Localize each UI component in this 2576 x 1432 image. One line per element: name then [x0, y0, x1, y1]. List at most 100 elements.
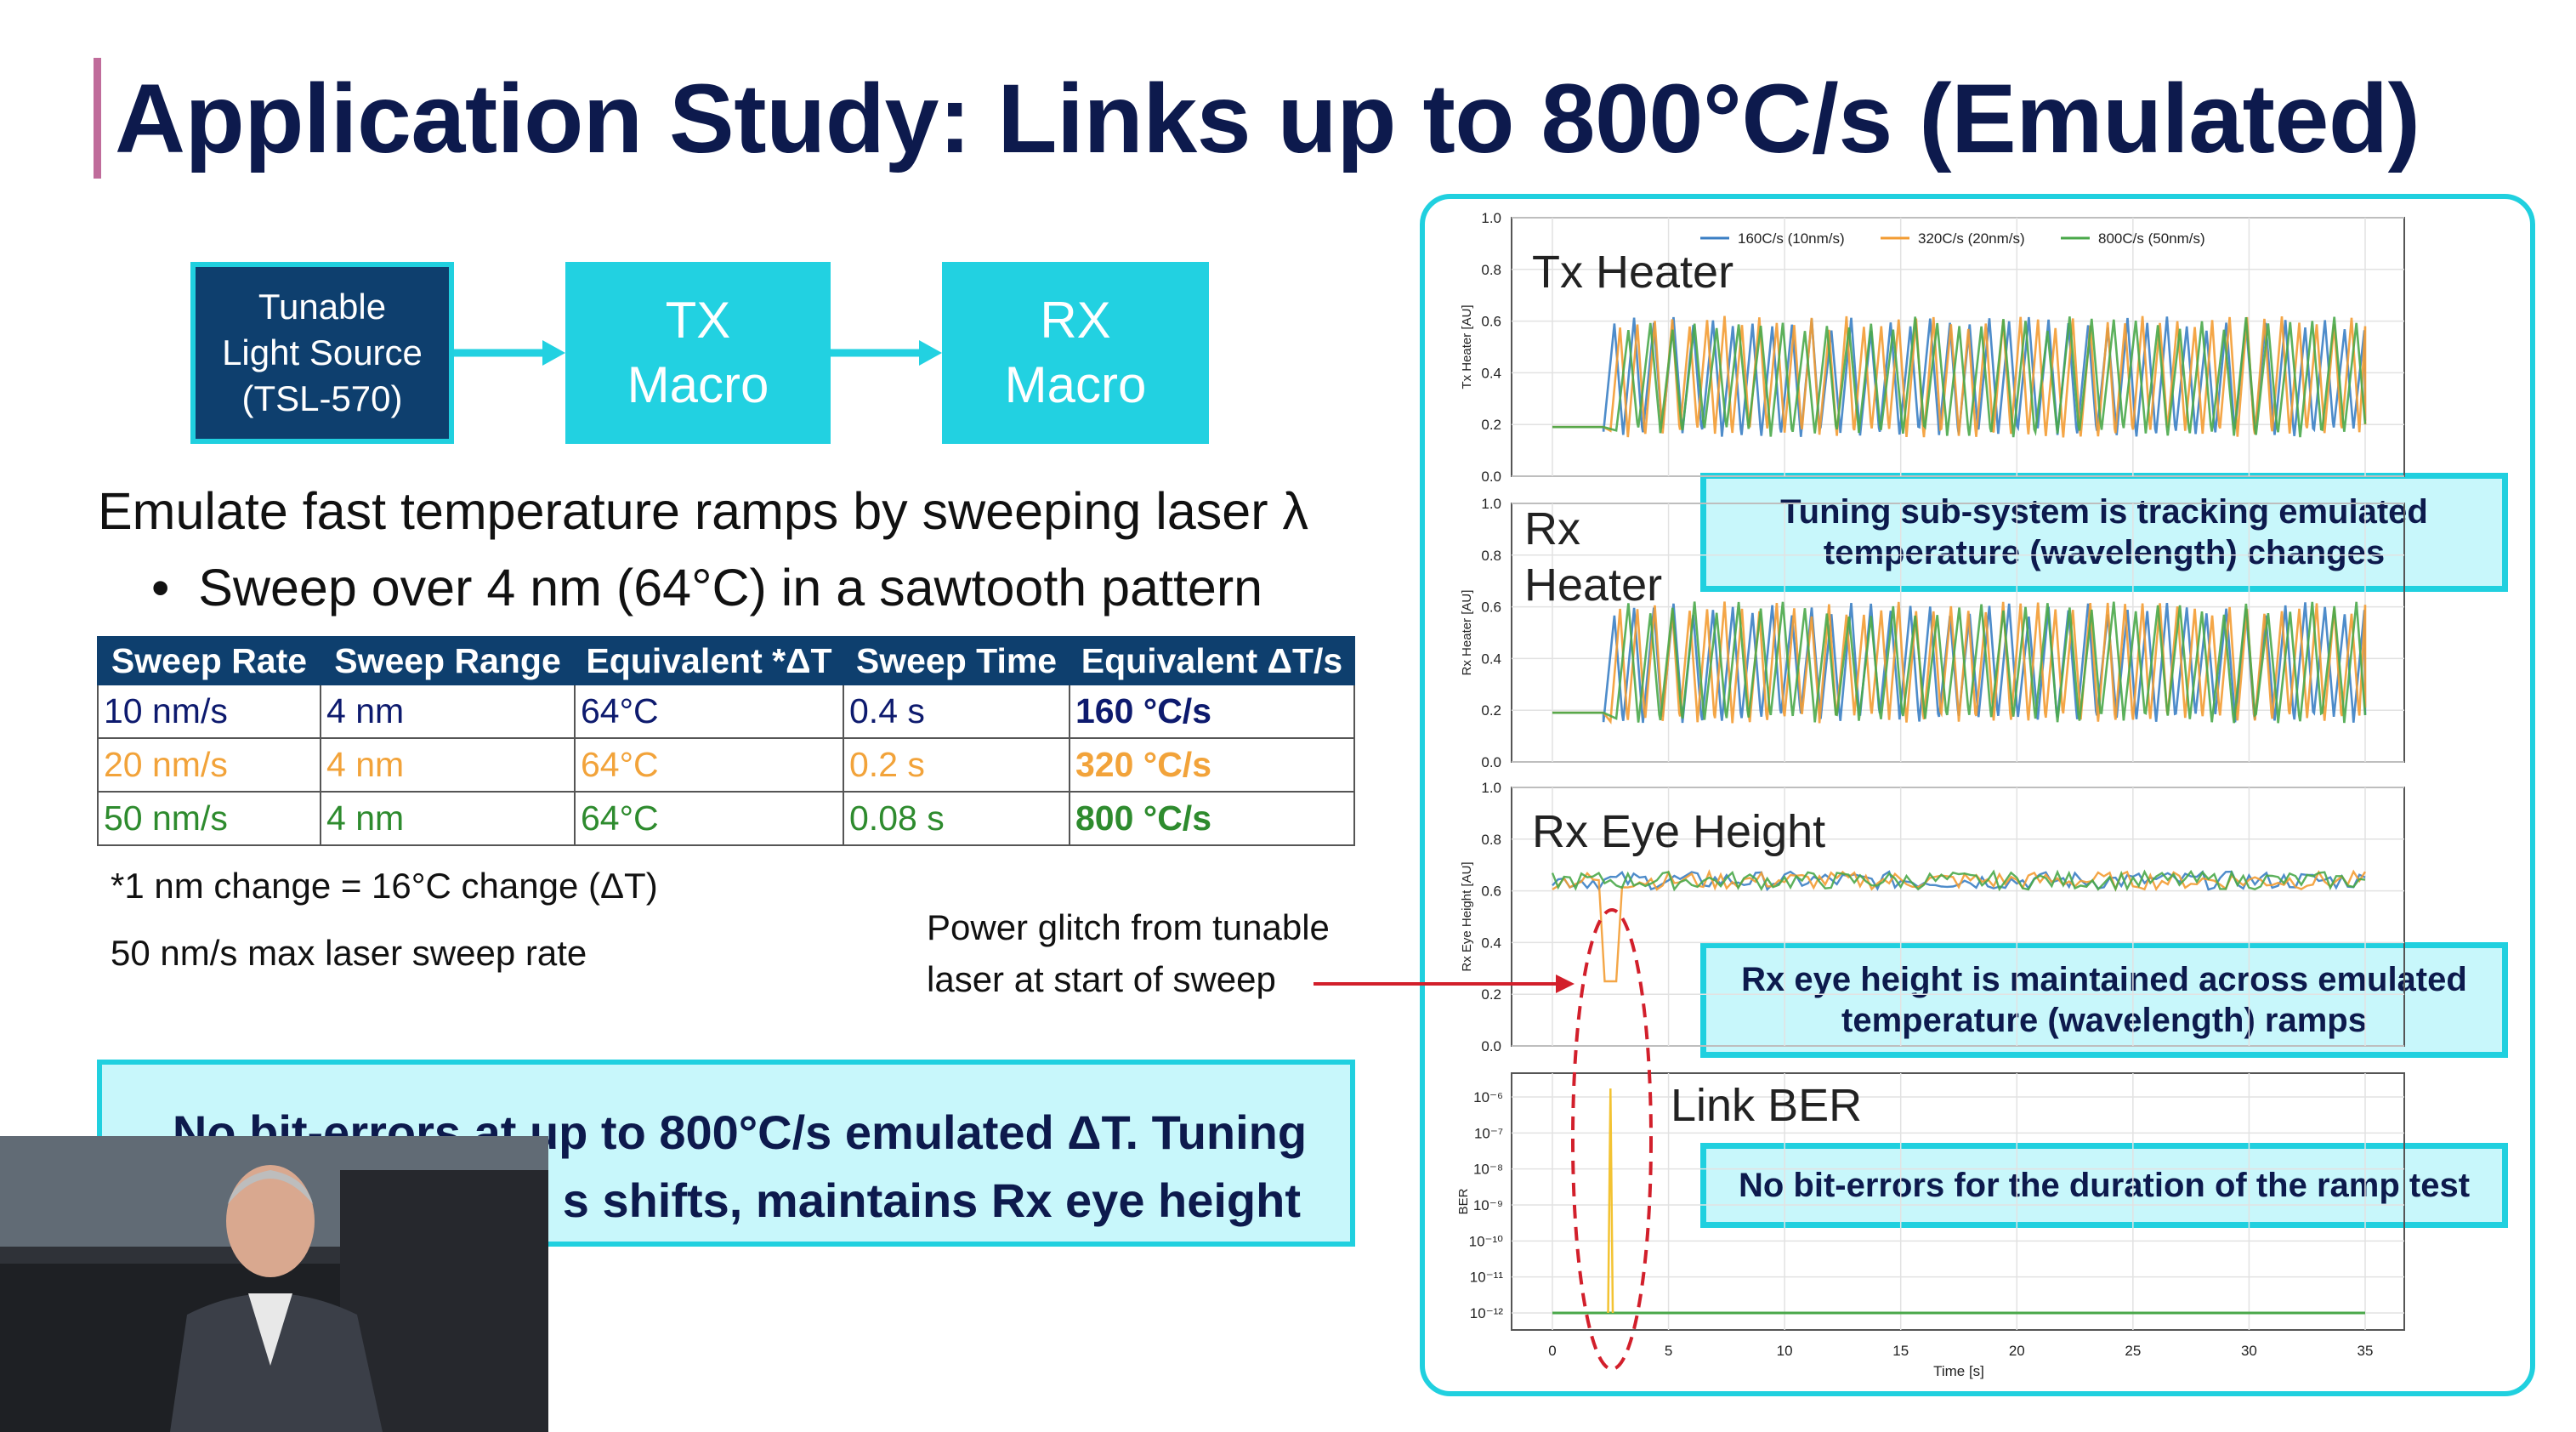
column-header: Sweep Rate: [97, 636, 321, 685]
series-line: [1552, 316, 2367, 438]
table-cell: 4 nm: [320, 737, 576, 793]
callout-line: Rx eye height is maintained across emula…: [1741, 961, 2467, 998]
y-tick-label: 1.0: [1481, 210, 1501, 226]
table-row: 10 nm/s 4 nm 64°C 0.4 s 160 °C/s: [97, 684, 1355, 739]
presenter-video: [0, 1136, 548, 1432]
bullet-label: Sweep over 4 nm (64°C) in a sawtooth pat…: [198, 559, 1263, 617]
box-line: (TSL-570): [241, 378, 403, 418]
table-cell: 50 nm/s: [97, 791, 321, 846]
x-tick-label: 35: [2358, 1343, 2374, 1359]
callout-line: temperature (wavelength) ramps: [1841, 1002, 2367, 1039]
y-tick-label: 10⁻¹¹: [1470, 1270, 1504, 1286]
x-tick-label: 20: [2009, 1343, 2025, 1359]
chart-title: Link BER: [1671, 1080, 1862, 1131]
table-cell: 64°C: [574, 737, 844, 793]
table-row: 50 nm/s 4 nm 64°C 0.08 s 800 °C/s: [97, 791, 1355, 846]
table-cell: 4 nm: [320, 791, 576, 846]
table-cell: 0.2 s: [843, 737, 1070, 793]
y-tick-label: 0.0: [1481, 469, 1501, 485]
x-tick-label: 5: [1665, 1343, 1672, 1359]
x-tick-label: 10: [1777, 1343, 1793, 1359]
y-tick-label: 1.0: [1481, 780, 1501, 796]
chart-title: Rx: [1524, 503, 1580, 554]
table-cell: 64°C: [574, 791, 844, 846]
y-tick-label: 0.6: [1481, 314, 1501, 330]
table-header-row: Sweep Rate Sweep Range Equivalent *ΔT Sw…: [97, 636, 1355, 685]
table-row: 20 nm/s 4 nm 64°C 0.2 s 320 °C/s: [97, 737, 1355, 793]
series-line: [1552, 870, 2366, 892]
y-tick-label: 10⁻¹²: [1470, 1305, 1504, 1321]
y-tick-label: 10⁻⁷: [1474, 1125, 1503, 1141]
page-title: Application Study: Links up to 800°C/s (…: [115, 65, 2420, 173]
ber-callout: No bit-errors for the duration of the ra…: [1700, 1143, 2508, 1228]
column-header: Equivalent *ΔT: [574, 636, 844, 685]
y-tick-label: 0.4: [1481, 651, 1501, 667]
box-line: Tunable: [258, 287, 387, 327]
callout-line: temperature (wavelength) changes: [1823, 534, 2386, 571]
tx-macro-box: TX Macro: [565, 262, 831, 444]
series-line: [1551, 869, 2366, 892]
legend-label: 160C/s (10nm/s): [1738, 230, 1845, 247]
glitch-arrow-head: [1556, 975, 1575, 993]
table-cell: 320 °C/s: [1069, 737, 1355, 793]
column-header: Sweep Range: [320, 636, 576, 685]
y-tick-label: 0.2: [1481, 986, 1501, 1003]
box-line: Light Source: [222, 332, 423, 372]
x-tick-label: 25: [2125, 1343, 2141, 1359]
table-cell: 0.4 s: [843, 684, 1070, 739]
glitch-note-line: Power glitch from tunable: [927, 907, 1330, 947]
plot-frame: [1511, 1072, 2405, 1331]
title-accent-bar: [94, 58, 101, 179]
table-cell: 4 nm: [320, 684, 576, 739]
chart-title: Tx Heater: [1532, 247, 1733, 298]
y-tick-label: 0.0: [1481, 1038, 1501, 1054]
table-cell: 20 nm/s: [97, 737, 321, 793]
flow-arrow-icon: [831, 340, 942, 366]
y-tick-label: 0.6: [1481, 884, 1501, 900]
series-line: [1552, 601, 2367, 725]
glitch-note: Power glitch from tunable laser at start…: [927, 901, 1330, 1005]
y-axis-label: Tx Heater [AU]: [1460, 304, 1474, 389]
y-tick-label: 0.2: [1481, 702, 1501, 719]
y-tick-label: 0.8: [1481, 832, 1501, 848]
box-line: Macro: [1004, 356, 1147, 413]
column-header: Equivalent ΔT/s: [1069, 636, 1355, 685]
series-line: [1607, 1088, 1614, 1314]
y-tick-label: 0.8: [1481, 548, 1501, 564]
glitch-highlight: [1571, 908, 1653, 1371]
y-axis-label: Rx Heater [AU]: [1460, 590, 1474, 676]
column-header: Sweep Time: [843, 636, 1070, 685]
y-axis-label: BER: [1456, 1188, 1471, 1214]
emulate-text: Emulate fast temperature ramps by sweepi…: [98, 482, 1308, 540]
summary-line: s shifts, maintains Rx eye height: [562, 1173, 1301, 1227]
y-tick-label: 0.6: [1481, 600, 1501, 616]
footnote: *1 nm change = 16°C change (ΔT): [111, 866, 658, 906]
table-cell: 800 °C/s: [1069, 791, 1355, 846]
table-cell: 160 °C/s: [1069, 684, 1355, 739]
legend-label: 320C/s (20nm/s): [1918, 230, 2025, 247]
x-tick-label: 30: [2241, 1343, 2257, 1359]
x-axis-label: Time [s]: [1933, 1363, 1984, 1379]
flow-arrow-icon: [454, 340, 565, 366]
y-tick-label: 10⁻⁹: [1473, 1197, 1503, 1213]
y-tick-label: 0.4: [1481, 935, 1501, 951]
eye-callout: Rx eye height is maintained across emula…: [1700, 942, 2508, 1058]
max-rate-note: 50 nm/s max laser sweep rate: [111, 933, 587, 973]
series-line: [1552, 601, 2367, 724]
y-axis-label: Rx Eye Height [AU]: [1460, 861, 1474, 971]
box-line: Macro: [627, 356, 769, 413]
x-tick-label: 0: [1548, 1343, 1556, 1359]
legend-label: 800C/s (50nm/s): [2098, 230, 2205, 247]
y-tick-label: 0.8: [1481, 262, 1501, 278]
chart-title: Rx Eye Height: [1532, 806, 1825, 857]
table-cell: 10 nm/s: [97, 684, 321, 739]
callout-line: Tuning sub-system is tracking emulated: [1780, 493, 2428, 531]
y-tick-label: 0.0: [1481, 754, 1501, 770]
y-tick-label: 0.4: [1481, 365, 1501, 381]
bullet-text: • Sweep over 4 nm (64°C) in a sawtooth p…: [151, 559, 1263, 617]
box-line: TX: [665, 292, 731, 349]
